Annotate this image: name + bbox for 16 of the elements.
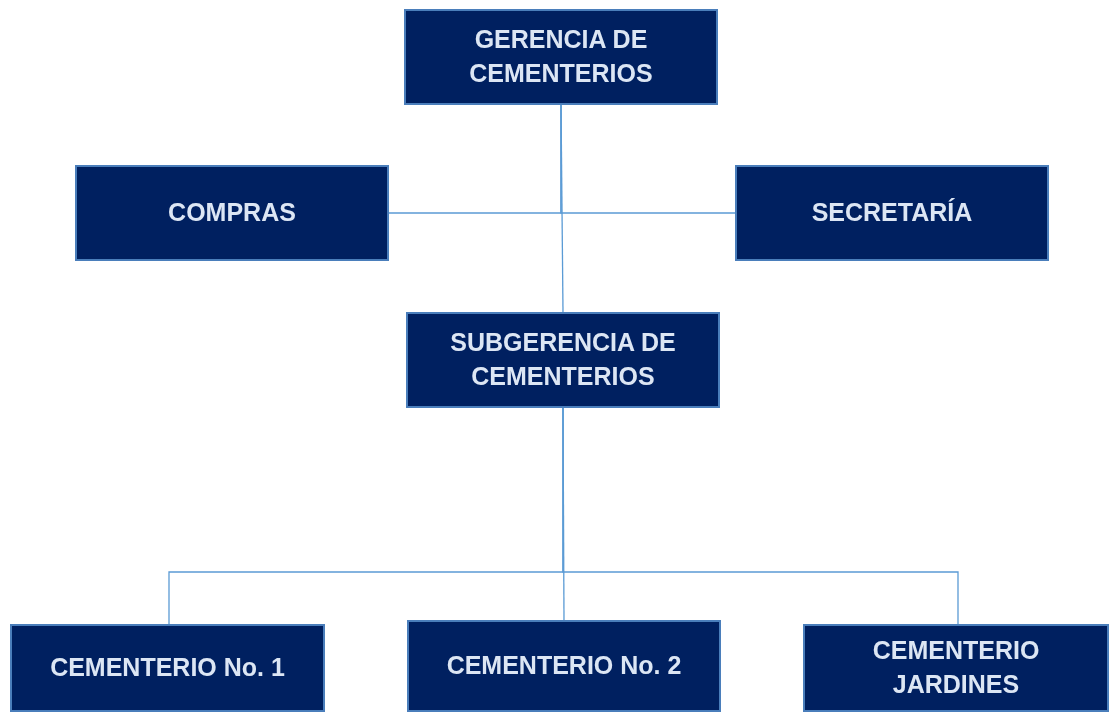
org-box — [404, 9, 718, 105]
box-label: SECRETARÍA — [810, 197, 974, 229]
org-box — [803, 624, 1109, 712]
connector-line — [562, 407, 959, 625]
org-box — [75, 165, 389, 261]
box-label: SUBGERENCIA DE CEMENTERIOS — [449, 327, 677, 392]
box-label: CEMENTERIO JARDINES — [871, 635, 1041, 700]
box-label: COMPRAS — [167, 197, 297, 229]
org-box — [10, 624, 325, 712]
org-box — [735, 165, 1049, 261]
org-box — [407, 620, 721, 712]
connector-line — [560, 104, 564, 313]
box-label: CEMENTERIO No. 2 — [445, 650, 683, 682]
org-box — [406, 312, 720, 408]
box-label: CEMENTERIO No. 1 — [49, 652, 286, 684]
box-label: GERENCIA DE CEMENTERIOS — [468, 24, 654, 89]
